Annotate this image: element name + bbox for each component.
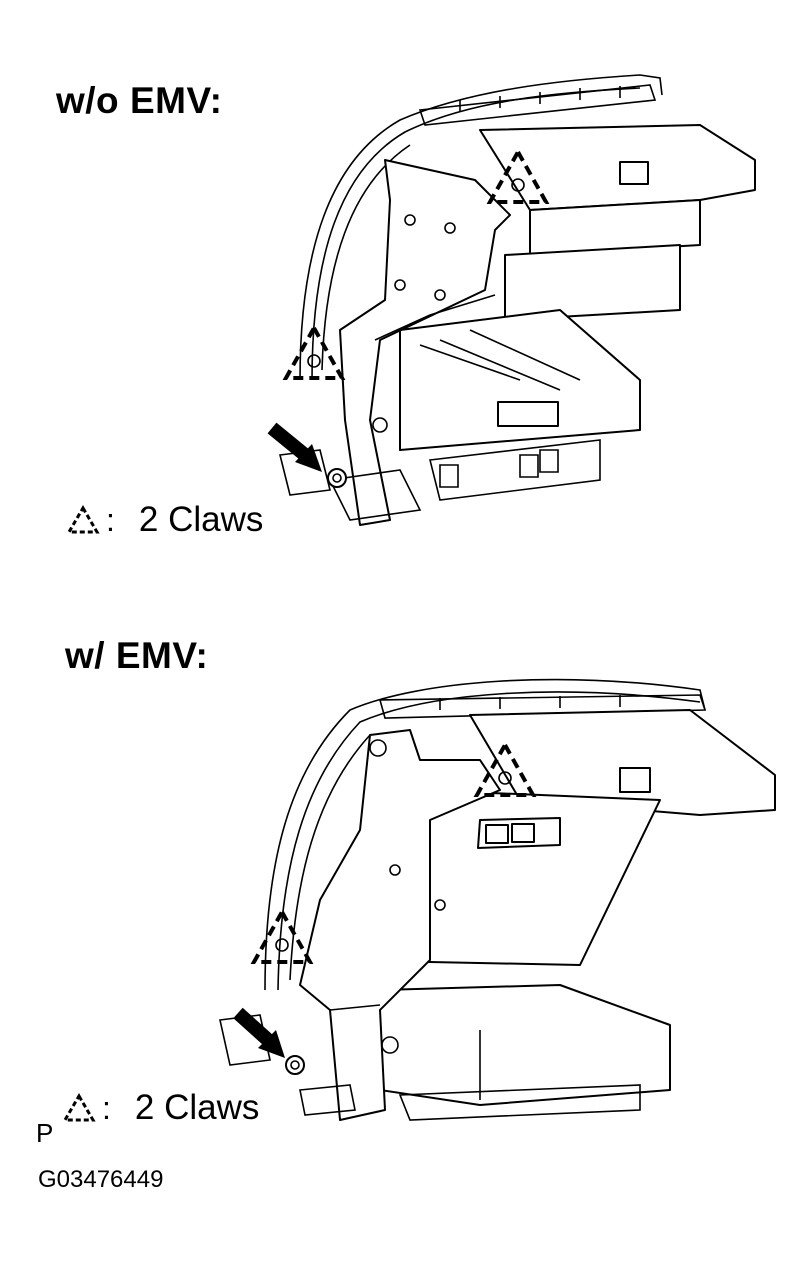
- legend-colon: :: [106, 501, 115, 538]
- figure-code: G03476449: [38, 1166, 164, 1193]
- heading-without-emv: w/o EMV:: [56, 80, 223, 121]
- legend-claws-text: 2 Claws: [138, 500, 264, 539]
- page-mark: P: [36, 1118, 54, 1148]
- claw-triangle-icon: [66, 505, 100, 534]
- heading-with-emv: w/ EMV:: [65, 635, 209, 676]
- vent-slats-emv: [380, 695, 705, 718]
- legend-without-emv: : 2 Claws: [66, 500, 263, 540]
- bezel-outline-emv: [265, 680, 705, 990]
- bolt: [328, 469, 346, 487]
- claw-marker-2: [286, 328, 342, 378]
- bolt-arrow: [272, 428, 322, 472]
- bezel-outline: [300, 75, 662, 380]
- claw-marker-1: [490, 152, 546, 202]
- legend-claws-text: 2 Claws: [134, 1088, 260, 1127]
- mounting-bracket-emv: [300, 730, 500, 1120]
- bolt-arrow-emv: [238, 1013, 285, 1058]
- bolt-emv: [286, 1056, 304, 1074]
- claw-marker-emv-1: [477, 745, 533, 795]
- vent-slats: [420, 85, 655, 125]
- claw-triangle-icon: [62, 1093, 96, 1122]
- mounting-bracket: [340, 160, 510, 525]
- claw-marker-emv-2: [254, 912, 310, 962]
- audio-unit-box: [400, 125, 755, 450]
- legend-colon: :: [102, 1089, 111, 1126]
- legend-with-emv: : 2 Claws: [62, 1088, 259, 1128]
